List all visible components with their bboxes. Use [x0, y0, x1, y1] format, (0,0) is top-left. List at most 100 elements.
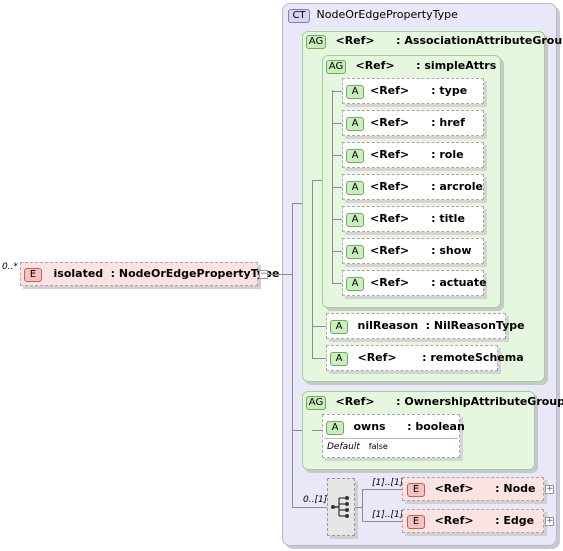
node-expand-toggle[interactable]: + — [545, 484, 554, 494]
simple-attr-item[interactable] — [342, 142, 484, 168]
simple-attr-badge: A — [346, 245, 364, 259]
edge-ref: <Ref> — [434, 514, 474, 527]
connector — [312, 180, 322, 181]
association-group-name: : AssociationAttributeGroup — [396, 34, 563, 47]
connector — [292, 430, 302, 431]
root-element-badge: E — [24, 268, 42, 282]
nil-reason-type: : NilReasonType — [425, 319, 525, 332]
association-group-ref: <Ref> — [335, 34, 375, 47]
connector — [312, 180, 313, 358]
root-element-row: E isolated : NodeOrEdgePropertyType — [24, 267, 279, 282]
complex-type-header: CT NodeOrEdgePropertyType — [288, 8, 458, 23]
remote-schema-name: : remoteSchema — [422, 351, 524, 364]
remote-schema-attribute[interactable] — [326, 345, 498, 371]
connector — [312, 430, 322, 431]
connector — [332, 123, 342, 124]
owns-default-value: false — [368, 442, 388, 451]
simple-attr-badge: A — [346, 149, 364, 163]
simple-attr-ref: <Ref> — [370, 244, 410, 257]
ownership-group-badge: AG — [306, 396, 326, 410]
simple-attr-row: A <Ref> : show — [346, 244, 471, 259]
simple-attr-name: : href — [431, 116, 465, 129]
nil-reason-row: A nilReason : NilReasonType — [330, 319, 525, 334]
simple-attrs-badge: AG — [326, 60, 346, 74]
owns-default-label: Default — [327, 442, 360, 452]
owns-divider — [324, 438, 458, 439]
owns-row: A owns : boolean — [326, 420, 465, 435]
remote-schema-ref: <Ref> — [357, 351, 397, 364]
owns-type: : boolean — [407, 420, 465, 433]
connector — [362, 489, 402, 490]
root-element-type: : NodeOrEdgePropertyType — [110, 267, 280, 280]
complex-type-badge: CT — [288, 9, 310, 23]
simple-attr-badge: A — [346, 213, 364, 227]
root-element-box[interactable] — [20, 262, 258, 286]
simple-attr-ref: <Ref> — [370, 180, 410, 193]
simple-attr-name: : actuate — [431, 276, 487, 289]
simple-attr-ref: <Ref> — [370, 276, 410, 289]
simple-attr-item[interactable] — [342, 174, 484, 200]
connector — [355, 507, 362, 508]
simple-attr-row: A<Ref>: href — [346, 116, 465, 131]
simple-attrs-header: AG <Ref> : simpleAttrs — [326, 59, 496, 74]
connector — [292, 507, 327, 508]
edge-expand-toggle[interactable]: + — [545, 516, 554, 526]
simple-attr-item[interactable] — [342, 270, 484, 296]
root-element-name: isolated — [53, 267, 104, 280]
connector — [332, 91, 342, 92]
root-collapse-toggle[interactable]: − — [259, 269, 268, 279]
simple-attr-ref: <Ref> — [370, 84, 410, 97]
connector — [332, 155, 342, 156]
nil-reason-attribute[interactable] — [326, 313, 506, 339]
node-occurrence: [1]..[1] — [372, 478, 404, 488]
edge-element-row: E <Ref> : Edge — [407, 514, 534, 529]
remote-schema-badge: A — [330, 352, 348, 366]
owns-default-row: Default false — [327, 442, 388, 452]
node-element-row: E <Ref> : Node — [407, 482, 535, 497]
node-element[interactable] — [402, 477, 544, 501]
owns-badge: A — [326, 421, 344, 435]
simple-attr-item[interactable] — [342, 78, 484, 104]
association-group-header: AG <Ref> : AssociationAttributeGroup — [306, 34, 563, 49]
simple-attrs-name: : simpleAttrs — [416, 59, 497, 72]
simple-attr-item[interactable] — [342, 238, 484, 264]
owns-attribute[interactable] — [322, 414, 460, 458]
node-badge: E — [407, 483, 425, 497]
ownership-group-name: : OwnershipAttributeGroup — [396, 395, 563, 408]
simple-attr-badge: A — [346, 117, 364, 131]
owns-name: owns — [353, 420, 386, 433]
node-ref: <Ref> — [434, 482, 474, 495]
node-name: : Node — [495, 482, 536, 495]
edge-badge: E — [407, 515, 425, 529]
simple-attr-badge: A — [346, 181, 364, 195]
simple-attr-name: : type — [431, 84, 468, 97]
simple-attr-row: A<Ref>: actuate — [346, 276, 487, 291]
simple-attr-row: A<Ref>: title — [346, 212, 465, 227]
connector — [332, 219, 342, 220]
connector — [292, 203, 293, 507]
simple-attr-badge: A — [346, 85, 364, 99]
connector — [332, 251, 342, 252]
simple-attr-name: : show — [431, 244, 472, 257]
remote-schema-row: A <Ref> : remoteSchema — [330, 351, 524, 366]
choice-icon — [331, 496, 349, 518]
nil-reason-badge: A — [330, 320, 348, 334]
nil-reason-name: nilReason — [357, 319, 419, 332]
connector — [312, 326, 326, 327]
edge-element[interactable] — [402, 509, 544, 533]
simple-attr-ref: <Ref> — [370, 148, 410, 161]
connector — [268, 274, 292, 275]
edge-name: : Edge — [495, 514, 535, 527]
simple-attr-row: A<Ref>: arcrole — [346, 180, 483, 195]
simple-attr-item[interactable] — [342, 206, 484, 232]
connector — [332, 90, 333, 283]
root-element-occurrence: 0..* — [2, 262, 18, 272]
connector — [312, 358, 326, 359]
connector — [292, 203, 302, 204]
choice-occurrence: 0..[1] — [303, 495, 328, 505]
ownership-group-ref: <Ref> — [335, 395, 375, 408]
simple-attr-item[interactable] — [342, 110, 484, 136]
simple-attr-row: A <Ref> : type — [346, 84, 467, 99]
edge-occurrence: [1]..[1] — [372, 510, 404, 520]
complex-type-name: NodeOrEdgePropertyType — [316, 8, 458, 21]
